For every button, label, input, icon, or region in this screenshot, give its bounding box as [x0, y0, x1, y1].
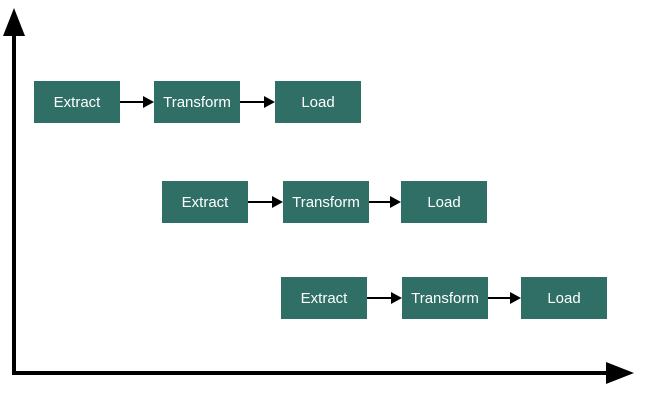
extract-box: Extract	[34, 81, 120, 123]
extract-label: Extract	[53, 93, 101, 111]
load-label: Load	[547, 289, 581, 307]
arrow-extract-to-transform	[120, 96, 154, 108]
load-label: Load	[301, 93, 335, 111]
load-box: Load	[521, 277, 607, 319]
transform-box: Transform	[283, 181, 369, 223]
arrow-extract-to-transform	[248, 196, 283, 208]
arrow-extract-to-transform	[367, 292, 402, 304]
arrow-transform-to-load	[488, 292, 521, 304]
transform-label: Transform	[292, 193, 360, 211]
x-axis-arrowhead	[606, 362, 634, 384]
extract-box: Extract	[281, 277, 367, 319]
extract-label: Extract	[181, 193, 229, 211]
load-label: Load	[427, 193, 461, 211]
transform-box: Transform	[154, 81, 240, 123]
load-box: Load	[275, 81, 361, 123]
extract-box: Extract	[162, 181, 248, 223]
load-box: Load	[401, 181, 487, 223]
arrow-transform-to-load	[240, 96, 275, 108]
arrow-transform-to-load	[369, 196, 401, 208]
transform-label: Transform	[411, 289, 479, 307]
transform-box: Transform	[402, 277, 488, 319]
extract-label: Extract	[300, 289, 348, 307]
transform-label: Transform	[163, 93, 231, 111]
y-axis-arrowhead	[3, 8, 25, 36]
